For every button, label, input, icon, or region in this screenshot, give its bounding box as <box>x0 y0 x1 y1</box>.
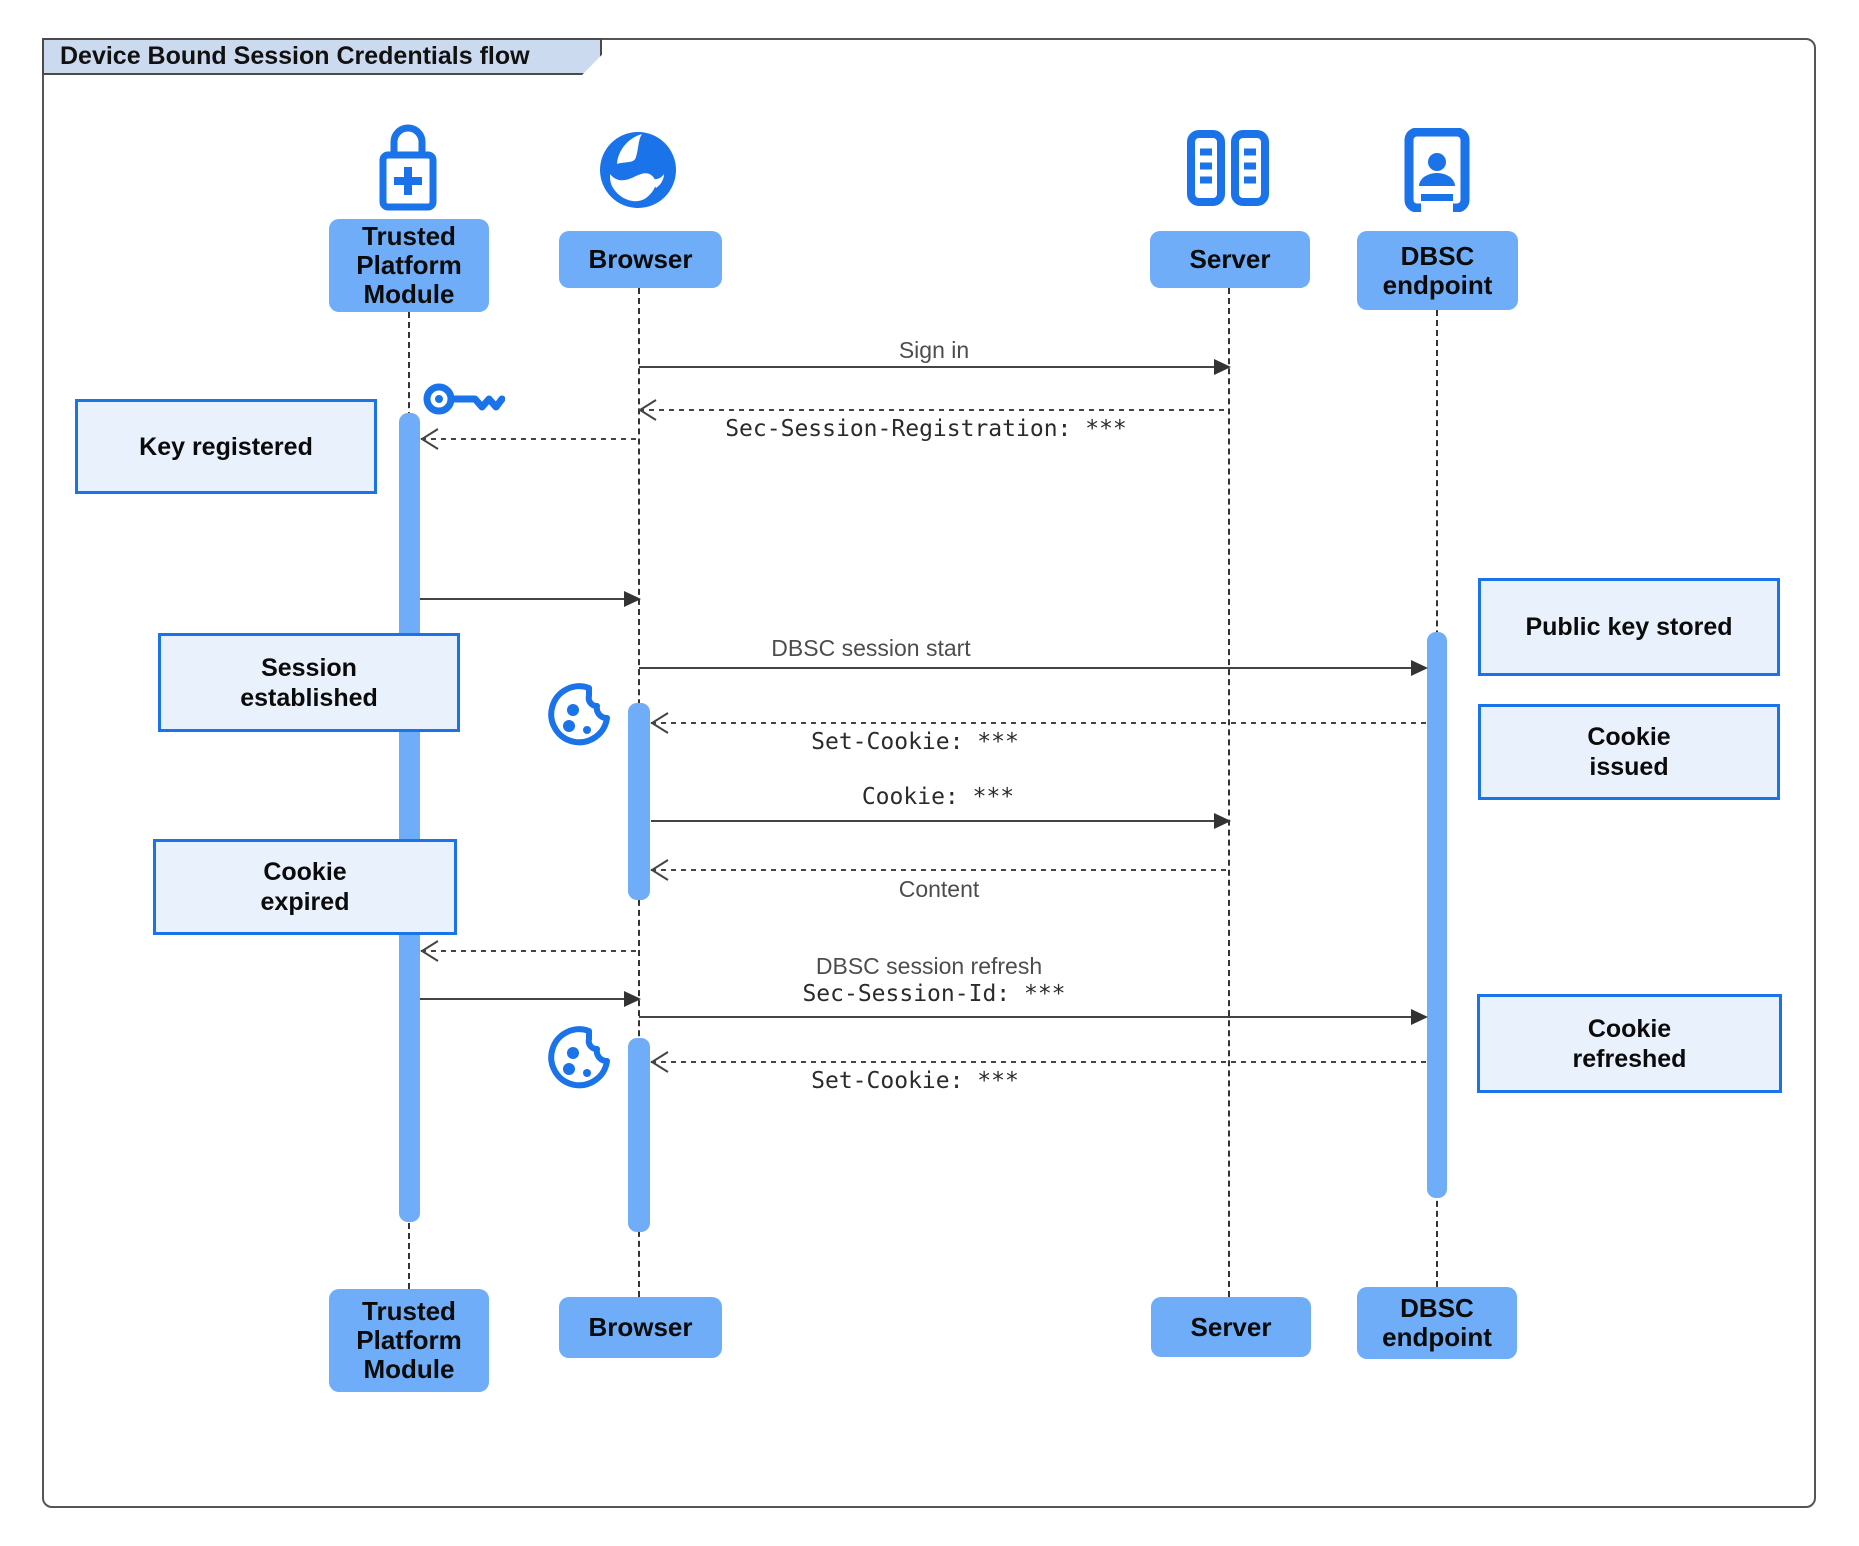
activation-bar-tpm <box>399 413 420 1222</box>
message-line <box>639 660 1428 676</box>
arrowhead-icon <box>1214 813 1231 829</box>
message-label: DBSC session refresh <box>815 953 1043 979</box>
note-cookie-expired: Cookie expired <box>153 839 457 935</box>
message-label: Content <box>898 876 980 902</box>
cookie-icon <box>547 682 611 748</box>
message-line <box>650 1051 1426 1073</box>
server-icon <box>1186 130 1270 206</box>
arrowhead-icon <box>418 938 442 964</box>
actor-top-tpm: Trusted Platform Module <box>329 219 489 312</box>
actor-bottom-browser: Browser <box>559 1297 722 1358</box>
message-label: Set-Cookie: *** <box>811 1068 1019 1094</box>
note-session-established: Session established <box>158 633 460 732</box>
message-label: Sec-Session-Id: *** <box>802 981 1066 1007</box>
message-label: Sign in <box>898 337 970 363</box>
note-key-registered: Key registered <box>75 399 377 494</box>
cookie-icon <box>547 1025 611 1091</box>
arrowhead-icon <box>624 591 641 607</box>
message-label: Sec-Session-Registration: *** <box>725 416 1127 442</box>
activation-bar-browser <box>628 703 650 900</box>
arrowhead-icon <box>648 857 672 883</box>
actor-bottom-tpm: Trusted Platform Module <box>329 1289 489 1392</box>
globe-icon <box>598 128 678 212</box>
activation-bar-browser <box>628 1038 650 1232</box>
arrowhead-icon <box>648 1049 672 1075</box>
note-public-key-stored: Public key stored <box>1478 578 1780 676</box>
arrowhead-icon <box>1411 1009 1428 1025</box>
arrowhead-icon <box>624 991 641 1007</box>
arrowhead-icon <box>648 710 672 736</box>
message-line <box>638 399 1229 421</box>
note-cookie-refreshed: Cookie refreshed <box>1477 994 1782 1093</box>
key-icon <box>423 376 505 422</box>
actor-bottom-dbsc: DBSC endpoint <box>1357 1287 1517 1359</box>
message-label: Set-Cookie: *** <box>811 729 1019 755</box>
arrowhead-icon <box>418 426 442 452</box>
activation-bar-dbsc <box>1427 632 1447 1198</box>
note-cookie-issued: Cookie issued <box>1478 704 1780 800</box>
actor-top-server: Server <box>1150 231 1310 288</box>
message-line <box>639 1009 1428 1025</box>
diagram-title-tab: Device Bound Session Credentials flow <box>42 38 602 75</box>
message-line <box>651 813 1231 829</box>
lock-plus-icon <box>377 123 439 213</box>
actor-top-browser: Browser <box>559 231 722 288</box>
message-line <box>650 712 1426 734</box>
arrowhead-icon <box>1411 660 1428 676</box>
arrowhead-icon <box>1214 359 1231 375</box>
diagram-title: Device Bound Session Credentials flow <box>60 42 530 70</box>
message-line <box>420 991 641 1007</box>
message-label: Cookie: *** <box>861 784 1015 810</box>
message-line <box>639 359 1231 375</box>
person-booth-icon <box>1404 128 1470 212</box>
message-line <box>420 428 639 450</box>
lifeline-server <box>1228 288 1230 1297</box>
diagram-frame <box>42 38 1816 1508</box>
message-line <box>420 940 639 962</box>
message-line <box>650 859 1229 881</box>
message-line <box>420 591 641 607</box>
actor-bottom-server: Server <box>1151 1297 1311 1357</box>
actor-top-dbsc: DBSC endpoint <box>1357 231 1518 310</box>
message-label: DBSC session start <box>771 635 971 661</box>
arrowhead-icon <box>636 397 660 423</box>
